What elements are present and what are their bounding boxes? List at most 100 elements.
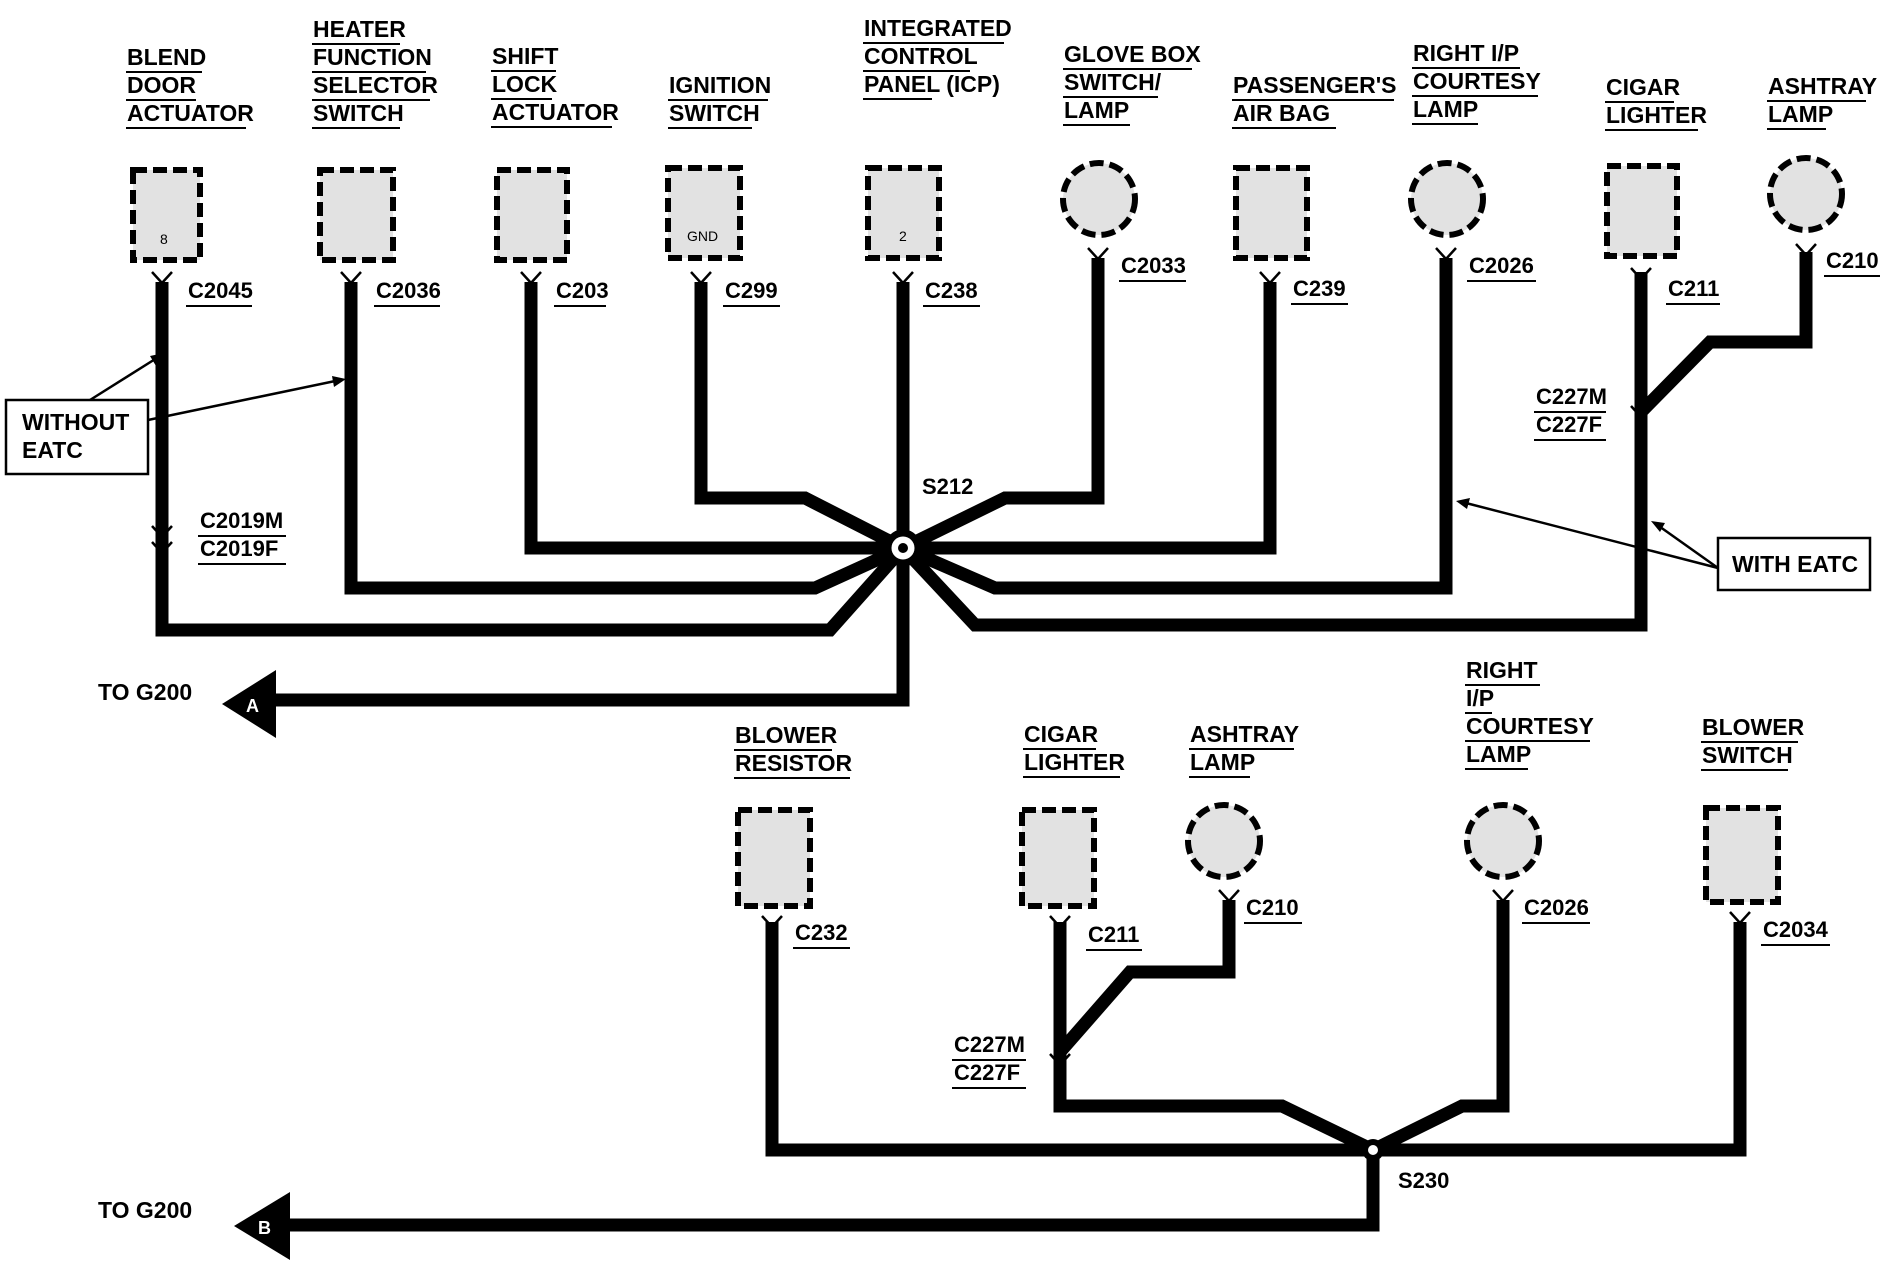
- inline-connector-c227-a: C227M C227F: [1534, 384, 1652, 441]
- connector-label: C210: [1246, 895, 1299, 920]
- inline-connector-c2019: C2019M C2019F: [151, 508, 286, 565]
- component-circle: [1185, 802, 1263, 880]
- component-glove-box-switch-lamp: GLOVE BOX SWITCH/ LAMP C2033: [1060, 41, 1201, 282]
- ground-label-a: TO G200: [98, 679, 192, 705]
- splice-label-a: S212: [922, 474, 973, 499]
- note-line: EATC: [22, 437, 83, 463]
- connector-label: C2034: [1763, 917, 1829, 942]
- inline-c227f-b: C227F: [954, 1060, 1020, 1085]
- comp-name-line: INTEGRATED: [864, 15, 1012, 41]
- inline-c2019f: C2019F: [200, 536, 278, 561]
- wire-heater-function: [344, 282, 906, 595]
- wire-glove-box: [900, 258, 1105, 554]
- comp-name-line: LAMP: [1413, 96, 1478, 122]
- component-shift-lock-actuator: SHIFT LOCK ACTUATOR C203: [491, 43, 619, 307]
- wire-to-g200-b: [280, 1150, 1380, 1232]
- wire-courtesy-b: [1370, 900, 1510, 1156]
- wire-to-g200-a: [268, 548, 910, 707]
- connector-label: C238: [925, 278, 978, 303]
- component-circle: [1767, 155, 1845, 233]
- component-box: [665, 165, 743, 261]
- component-passenger-air-bag: PASSENGER'S AIR BAG C239: [1232, 72, 1397, 305]
- inline-c227m-b: C227M: [954, 1032, 1025, 1057]
- comp-name-line: FUNCTION: [313, 44, 432, 70]
- comp-name-line: DOOR: [127, 72, 196, 98]
- inline-c227m-a: C227M: [1536, 384, 1607, 409]
- comp-name-line: PANEL (ICP): [864, 71, 1000, 97]
- component-box: [1019, 807, 1097, 909]
- ground-tag-b: B: [258, 1218, 271, 1238]
- component-integrated-control-panel: INTEGRATED CONTROL PANEL (ICP) 2 C238: [863, 15, 1012, 307]
- component-blend-door-actuator: BLEND DOOR ACTUATOR 8 C2045: [126, 44, 254, 307]
- comp-name-line: HEATER: [313, 16, 406, 42]
- component-box: [130, 167, 203, 263]
- wire-ashtray-b: [1055, 900, 1236, 1057]
- comp-name-line: PASSENGER'S: [1233, 72, 1397, 98]
- connector-label: C299: [725, 278, 778, 303]
- comp-name-line: LAMP: [1466, 741, 1531, 767]
- connector-label: C210: [1826, 248, 1879, 273]
- wire-blend-door: [155, 282, 908, 637]
- comp-name-line: RESISTOR: [735, 750, 853, 776]
- connector-label: C203: [556, 278, 609, 303]
- connector-label: C232: [795, 920, 848, 945]
- ground-arrow-a: A TO G200: [98, 670, 276, 738]
- component-box: [317, 167, 396, 263]
- component-box: [494, 167, 570, 263]
- inline-connector-c227-b: C227M C227F: [952, 1032, 1071, 1089]
- wire-blower-resistor: [765, 922, 1373, 1157]
- comp-name-line: LAMP: [1190, 749, 1255, 775]
- component-circle: [1060, 160, 1138, 238]
- comp-name-line: SWITCH: [313, 100, 404, 126]
- pin-label: 2: [899, 228, 907, 244]
- connector-label: C211: [1668, 276, 1719, 301]
- comp-name-line: BLEND: [127, 44, 206, 70]
- wires-section-a: [155, 252, 1813, 707]
- comp-name-line: COURTESY: [1466, 713, 1594, 739]
- wire-cigar-b: [1053, 922, 1376, 1156]
- comp-name-line: BLOWER: [735, 722, 838, 748]
- note-line: WITH EATC: [1732, 551, 1858, 577]
- connector-label: C2026: [1469, 253, 1534, 278]
- wire-ignition: [694, 282, 906, 554]
- connector-label: C239: [1293, 276, 1346, 301]
- note-with-eatc: WITH EATC: [1456, 498, 1872, 592]
- component-right-ip-courtesy-lamp-b: RIGHT I/P COURTESY LAMP C2026: [1464, 657, 1594, 924]
- wire-courtesy: [900, 258, 1453, 595]
- comp-name-line: ASHTRAY: [1190, 721, 1299, 747]
- splice-s212: S212: [884, 474, 973, 567]
- wire-cigar-ashtray: [898, 272, 1648, 632]
- component-box: [735, 807, 813, 909]
- comp-name-line: ACTUATOR: [492, 99, 619, 125]
- component-box: [1233, 165, 1310, 261]
- inline-c227f-a: C227F: [1536, 412, 1602, 437]
- comp-name-line: CIGAR: [1024, 721, 1099, 747]
- splice-s230: S230: [1362, 1139, 1449, 1193]
- note-without-eatc: WITHOUT EATC: [4, 353, 346, 476]
- component-ashtray-lamp: ASHTRAY LAMP C210: [1767, 73, 1880, 277]
- comp-name-line: SHIFT: [492, 43, 558, 69]
- component-blower-switch: BLOWER SWITCH C2034: [1701, 714, 1830, 946]
- connector-label: C2045: [188, 278, 253, 303]
- component-circle: [1464, 802, 1542, 880]
- component-heater-function-selector: HEATER FUNCTION SELECTOR SWITCH C2036: [312, 16, 441, 307]
- wire-air-bag: [903, 282, 1277, 555]
- component-right-ip-courtesy-lamp: RIGHT I/P COURTESY LAMP C2026: [1408, 40, 1541, 282]
- wire-shift-lock: [524, 282, 903, 555]
- comp-name-line: SELECTOR: [313, 72, 438, 98]
- pin-label: GND: [687, 228, 718, 244]
- wire-ashtray-branch: [1636, 252, 1813, 417]
- inline-c2019m: C2019M: [200, 508, 283, 533]
- comp-name-line: SWITCH: [669, 100, 760, 126]
- comp-name-line: LOCK: [492, 71, 558, 97]
- wire-blower-switch: [1373, 922, 1747, 1157]
- comp-name-line: LAMP: [1064, 97, 1129, 123]
- comp-name-line: LIGHTER: [1606, 102, 1707, 128]
- connector-label: C2033: [1121, 253, 1186, 278]
- component-ashtray-lamp-b: ASHTRAY LAMP C210: [1185, 721, 1302, 924]
- ground-arrow-b: B TO G200: [98, 1192, 290, 1260]
- component-box: [1604, 163, 1680, 259]
- component-box: [1703, 805, 1781, 905]
